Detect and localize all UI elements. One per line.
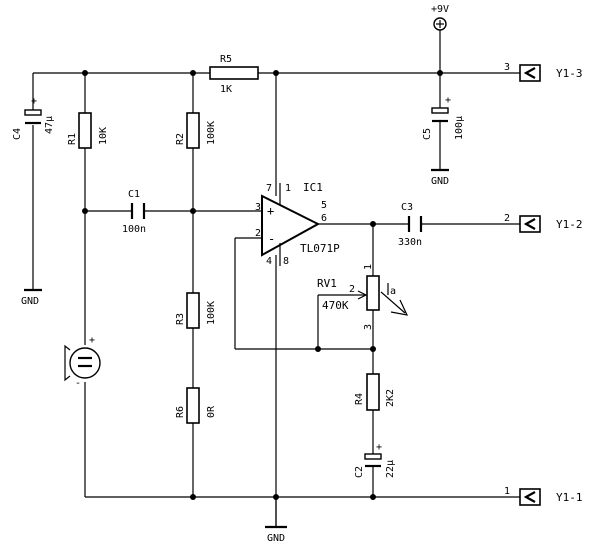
ic1-pin5: 5 [321, 200, 327, 211]
gnd-label-c5: GND [431, 176, 449, 187]
rv1-pin3: 3 [363, 324, 374, 330]
r2-ref: R2 [175, 133, 186, 145]
ic1-pin8: 8 [283, 256, 289, 267]
ic1-minus: - [268, 232, 275, 246]
c2-value: 22µ [385, 460, 396, 478]
rv1-wiper-mark: a [390, 286, 396, 297]
connector-y1-3: 3 Y1-3 [504, 62, 583, 82]
r6-ref: R6 [175, 406, 186, 418]
y13-pin: 3 [504, 62, 510, 73]
resistor-r4: R4 2K2 [354, 373, 396, 411]
r2-value: 100K [206, 121, 217, 145]
resistor-r1: R1 10K [67, 112, 109, 149]
gnd-label-main: GND [267, 533, 285, 544]
junctions [82, 70, 443, 500]
gnd-symbol-main: GND [265, 525, 287, 544]
rv1-value: 470K [322, 299, 349, 312]
capacitor-c1: C1 100n [122, 189, 146, 235]
c5-value: 100µ [454, 116, 465, 140]
gnd-symbol-c5: GND [431, 168, 449, 187]
ic1-ref: IC1 [303, 181, 323, 194]
r5-value: 1K [220, 84, 232, 95]
r3-ref: R3 [175, 313, 186, 325]
wires [32, 30, 520, 527]
mic-minus: - [75, 378, 81, 389]
ic1-plus: + [267, 204, 274, 218]
vplus-label: +9V [431, 4, 449, 15]
r5-ref: R5 [220, 54, 232, 65]
y13-label: Y1-3 [556, 67, 583, 80]
rv1-pin1: 1 [363, 264, 374, 270]
c2-polarity: + [376, 442, 382, 453]
y11-label: Y1-1 [556, 491, 583, 504]
c4-polarity: + [31, 96, 37, 107]
rv1-pin2: 2 [349, 284, 355, 295]
r3-value: 100K [206, 301, 217, 325]
gnd-label-c4: GND [21, 296, 39, 307]
c2-ref: C2 [354, 466, 365, 478]
gnd-symbol-c4: GND [21, 288, 42, 307]
c4-value: 47µ [44, 116, 55, 134]
r6-value: 0R [206, 405, 217, 418]
resistor-r2: R2 100K [175, 112, 217, 149]
resistor-r5: R5 1K [209, 54, 259, 95]
ic1-pin3: 3 [255, 202, 261, 213]
vplus-symbol: +9V [431, 4, 449, 31]
c4-ref: C4 [12, 128, 23, 140]
r1-ref: R1 [67, 133, 78, 145]
resistor-r6: R6 0R [175, 387, 217, 424]
resistor-r3: R3 100K [175, 292, 217, 329]
r4-value: 2K2 [385, 389, 396, 407]
r4-ref: R4 [354, 393, 365, 405]
c1-value: 100n [122, 224, 146, 235]
ic1-pin1: 1 [285, 183, 291, 194]
ic1-pin2: 2 [255, 228, 261, 239]
ic1-pin6: 6 [321, 213, 327, 224]
capacitor-c4: + C4 47µ [12, 96, 55, 140]
ic1-pin4: 4 [266, 256, 272, 267]
mic-plus: + [89, 335, 95, 346]
potentiometer-rv1: a 1 2 3 RV1 470K [317, 264, 409, 330]
capacitor-c5: + C5 100µ [422, 95, 465, 140]
y12-label: Y1-2 [556, 218, 583, 231]
c3-value: 330n [398, 237, 422, 248]
opamp-ic1: + - 3 2 7 1 5 6 4 8 IC1 TL071P [255, 181, 340, 267]
y11-pin: 1 [504, 486, 510, 497]
c3-ref: C3 [401, 202, 413, 213]
capacitor-c3: C3 330n [398, 202, 423, 248]
connector-y1-1: 1 Y1-1 [504, 486, 583, 506]
ic1-pin7: 7 [266, 183, 272, 194]
ic1-value: TL071P [300, 242, 340, 255]
microphone-icon: + - [64, 335, 101, 389]
c5-polarity: + [445, 95, 451, 106]
c5-ref: C5 [422, 128, 433, 140]
c1-ref: C1 [128, 189, 140, 200]
rv1-ref: RV1 [317, 277, 337, 290]
capacitor-c2: + C2 22µ [354, 442, 396, 478]
y12-pin: 2 [504, 213, 510, 224]
connector-y1-2: 2 Y1-2 [504, 213, 583, 233]
r1-value: 10K [98, 127, 109, 145]
